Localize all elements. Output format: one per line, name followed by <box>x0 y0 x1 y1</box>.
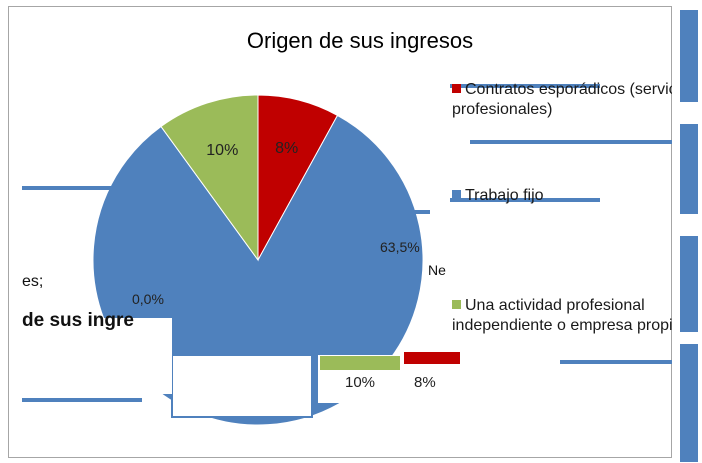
mini-red <box>404 352 460 364</box>
fragment-word-a: es; <box>22 273 43 290</box>
right-strip <box>672 0 702 463</box>
legend-swatch-contratos <box>452 84 461 93</box>
pie-label-2: 10% <box>206 142 238 159</box>
chart-title: Origen de sus ingresos <box>246 28 474 53</box>
streak-1 <box>450 84 600 88</box>
streak-5 <box>22 398 142 402</box>
pie-label-0: 8% <box>275 140 298 157</box>
fragment-word-c: Ne <box>428 262 446 278</box>
legend-item-independiente: Una actividad profesional independiente … <box>452 296 702 336</box>
streak-4 <box>22 186 192 190</box>
artifact-box-2 <box>171 354 313 418</box>
mini-pct-red: 8% <box>414 374 436 391</box>
legend-swatch-independiente <box>452 300 461 309</box>
artifact-box-1 <box>155 272 315 352</box>
artifact-box-3 <box>22 318 172 394</box>
fragment-pct-b: 0,0% <box>132 291 164 307</box>
streak-7 <box>560 360 700 364</box>
streak-3 <box>450 198 600 202</box>
legend-item-contratos: Contratos esporádicos (servicios profesi… <box>452 80 702 120</box>
legend-item-trabajo: Trabajo fijo <box>452 186 544 206</box>
legend-label-trabajo: Trabajo fijo <box>465 187 544 204</box>
mini-green <box>320 356 400 370</box>
fragment-word-b: de sus ingre <box>22 310 134 331</box>
fragment-pct-a: 63,5% <box>380 239 420 255</box>
mini-pct-green: 10% <box>345 374 375 391</box>
legend-label-independiente: Una actividad profesional independiente … <box>452 297 682 334</box>
legend-label-contratos: Contratos esporádicos (servicios profesi… <box>452 81 698 118</box>
streak-6 <box>300 210 430 214</box>
streak-2 <box>470 140 700 144</box>
pie-slice-2 <box>160 94 259 262</box>
legend-swatch-trabajo <box>452 190 461 199</box>
